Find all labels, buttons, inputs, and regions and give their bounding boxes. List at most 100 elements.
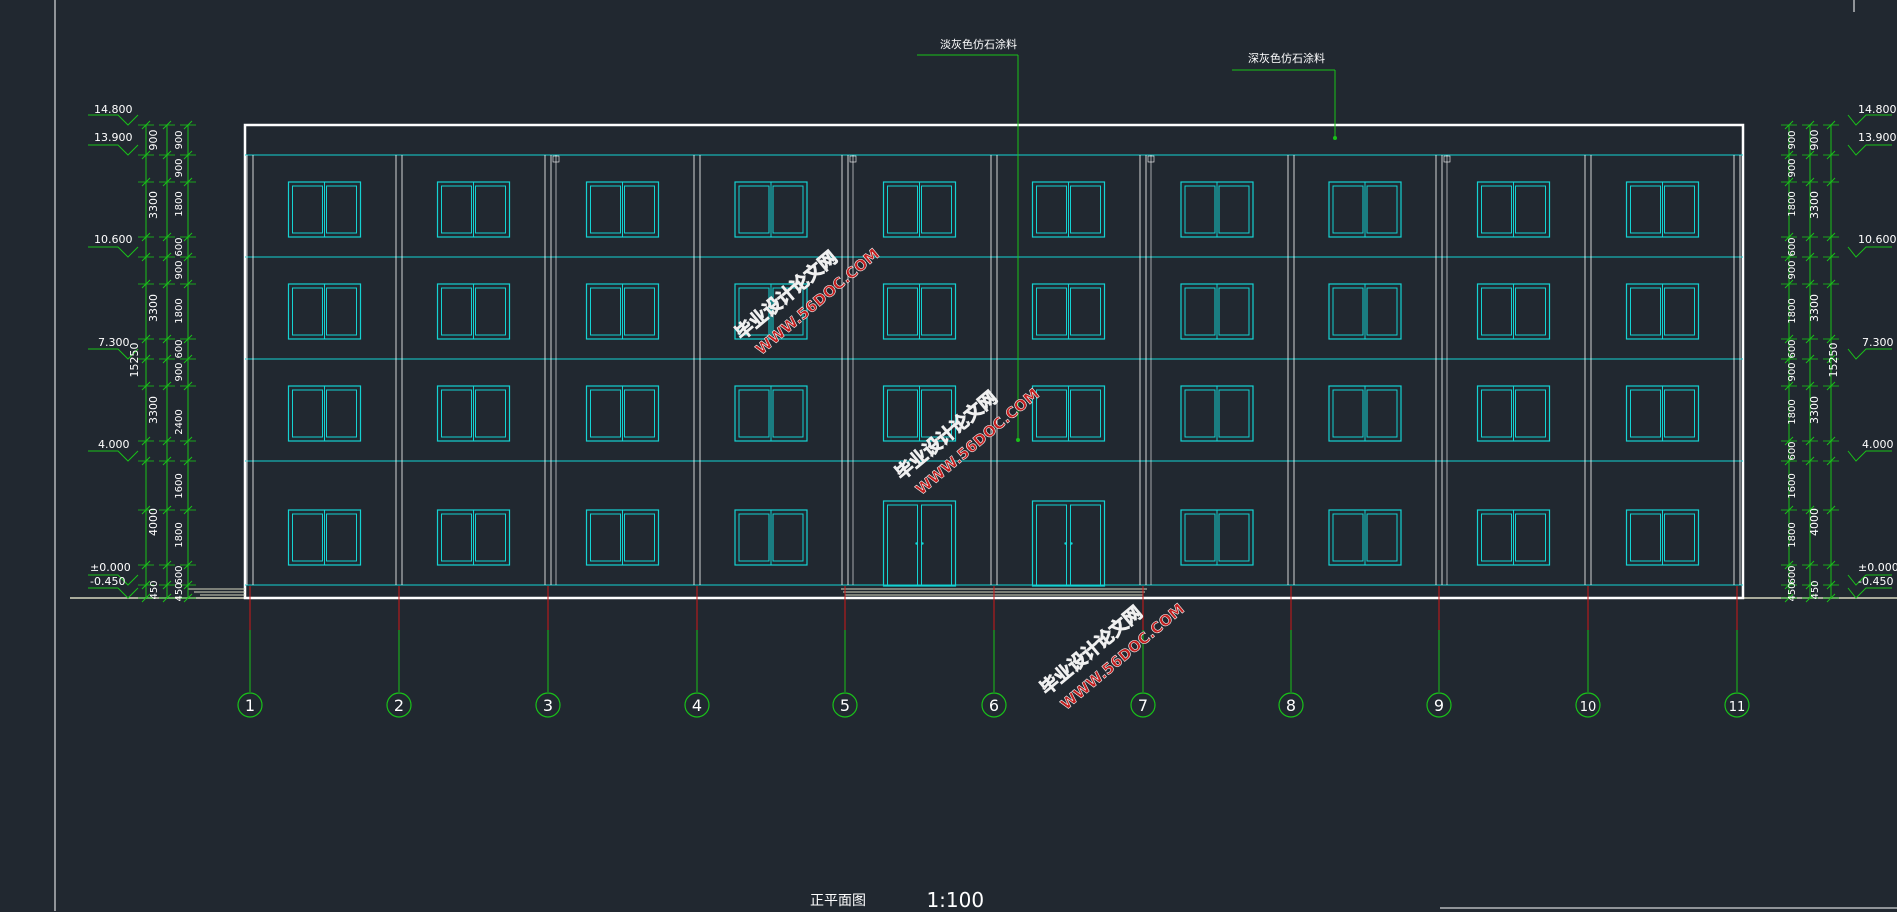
- svg-text:3300: 3300: [1808, 396, 1821, 424]
- window-r3-b9: [1625, 509, 1700, 566]
- axis-bubble-0: [237, 692, 263, 718]
- elev-symbol-right-e5: [1847, 574, 1892, 586]
- total-height-left: 15250: [128, 343, 141, 378]
- axis-label-2: 2: [394, 696, 404, 715]
- window-r3-b6: [1180, 509, 1254, 566]
- window-r2-b7: [1328, 385, 1402, 442]
- window-r2-b6: [1180, 385, 1254, 442]
- window-r2-b9: [1625, 385, 1700, 442]
- axis-bubble-6: [1130, 692, 1156, 718]
- drawing-scale: 1:100: [926, 888, 985, 912]
- building-elevation: [70, 123, 1897, 600]
- segment-dim-left-2: 1800: [174, 191, 185, 216]
- segment-dim-left-1: 900: [174, 158, 185, 177]
- window-r3-b3: [734, 509, 808, 566]
- segment-dim-left-6: 600: [174, 339, 185, 358]
- window-r0-b3: [734, 181, 808, 238]
- elevation-14800-right: 14.800: [1858, 103, 1897, 116]
- window-r0-b0: [287, 181, 362, 238]
- segment-dim-left-12: 450: [174, 582, 185, 601]
- window-r1-b2: [585, 283, 660, 340]
- axis-label-7: 7: [1138, 696, 1148, 715]
- downpipe-head-0: [552, 155, 560, 163]
- segment-dim-right-13: 450: [1787, 582, 1798, 601]
- elevation-0000-left: ±0.000: [90, 561, 131, 574]
- segment-dim-left-3: 600: [174, 237, 185, 256]
- window-r0-b7: [1328, 181, 1402, 238]
- axis-bubble-5: [981, 692, 1007, 718]
- axis-bubble-10: [1724, 692, 1750, 718]
- svg-text:900: 900: [147, 130, 160, 151]
- window-r3-b0: [287, 509, 362, 566]
- segment-dim-right-1: 900: [1787, 158, 1798, 177]
- window-r2-b5: [1031, 385, 1106, 442]
- svg-text:900: 900: [1808, 130, 1821, 151]
- window-r1-b8: [1476, 283, 1551, 340]
- window-r0-b5: [1031, 181, 1106, 238]
- segment-dim-right-4: 900: [1787, 260, 1798, 279]
- drawing-title: 正平面图: [810, 893, 866, 909]
- segment-dim-right-9: 600: [1787, 441, 1798, 460]
- elev-symbol-left-e1: [88, 144, 139, 156]
- axis-label-1: 1: [245, 696, 255, 715]
- window-r1-b5: [1031, 283, 1106, 340]
- segment-dim-left-8: 2400: [174, 409, 185, 434]
- axis-label-9: 9: [1434, 696, 1444, 715]
- segment-dim-right-0: 900: [1787, 130, 1798, 149]
- window-r1-b3: [734, 283, 808, 340]
- svg-text:3300: 3300: [147, 294, 160, 322]
- window-r1-b7: [1328, 283, 1402, 340]
- window-r3-b7: [1328, 509, 1402, 566]
- elev-symbol-right-e6: [1847, 587, 1892, 599]
- window-r2-b0: [287, 385, 362, 442]
- elevation-markers-right: 14.800 13.900 10.600 7.300 4.000 ±0.000 …: [1858, 103, 1897, 588]
- axis-label-10: 10: [1580, 700, 1597, 715]
- downpipe-head-3: [1443, 155, 1451, 163]
- elevation-10600-left: 10.600: [94, 233, 133, 246]
- axis-label-5: 5: [840, 696, 850, 715]
- elevation-neg0450-left: -0.450: [90, 575, 125, 588]
- segment-dim-right-5: 1800: [1787, 298, 1798, 323]
- dimension-lines: 900 900 1800 600 900 1800 600 900 2400 1600 1800 60…: [88, 114, 1892, 603]
- axis-bubble-3: [684, 692, 710, 718]
- segment-dim-left-9: 1600: [174, 473, 185, 498]
- window-r2-b4: [882, 385, 957, 442]
- elevation-neg0450-right: -0.450: [1858, 575, 1893, 588]
- axis-bubble-1: [386, 692, 412, 718]
- svg-text:4000: 4000: [1808, 508, 1821, 536]
- svg-text:3300: 3300: [147, 396, 160, 424]
- axis-bubble-9: [1575, 692, 1601, 718]
- material-note-light: 淡灰色仿石涂料: [940, 37, 1017, 51]
- window-r2-b1: [436, 385, 511, 442]
- axis-bubble-7: [1278, 692, 1304, 718]
- segment-dim-right-3: 600: [1787, 237, 1798, 256]
- elevation-markers-left: 14.800 13.900 10.600 7.300 4.000 ±0.000 …: [90, 103, 133, 588]
- downpipe-head-2: [1147, 155, 1155, 163]
- axis-label-8: 8: [1286, 696, 1296, 715]
- window-r2-b3: [734, 385, 808, 442]
- segment-dim-left-10: 1800: [174, 522, 185, 547]
- segment-dim-left-5: 1800: [174, 298, 185, 323]
- elev-symbol-right-e1: [1847, 144, 1892, 156]
- window-r1-b0: [287, 283, 362, 340]
- elevation-13900-left: 13.900: [94, 131, 133, 144]
- axis-label-3: 3: [543, 696, 553, 715]
- window-r2-b2: [585, 385, 660, 442]
- segment-dim-right-12: 600: [1787, 565, 1798, 584]
- downpipe-head-1: [849, 155, 857, 163]
- elev-symbol-left-e5: [88, 574, 139, 586]
- entrance-door-b4: [882, 500, 957, 587]
- segment-dim-left-7: 900: [174, 362, 185, 381]
- window-r3-b8: [1476, 509, 1551, 566]
- elevation-7300-left: 7.300: [98, 336, 130, 349]
- segment-dim-right-7: 900: [1787, 362, 1798, 381]
- elevation-14800-left: 14.800: [94, 103, 133, 116]
- elevation-0000-right: ±0.000: [1858, 561, 1897, 574]
- elev-symbol-left-e4: [88, 450, 139, 462]
- axis-label-6: 6: [989, 696, 999, 715]
- segment-dim-left-4: 900: [174, 260, 185, 279]
- window-r2-b8: [1476, 385, 1551, 442]
- elev-symbol-left-e6: [88, 587, 139, 599]
- segment-dim-right-6: 600: [1787, 339, 1798, 358]
